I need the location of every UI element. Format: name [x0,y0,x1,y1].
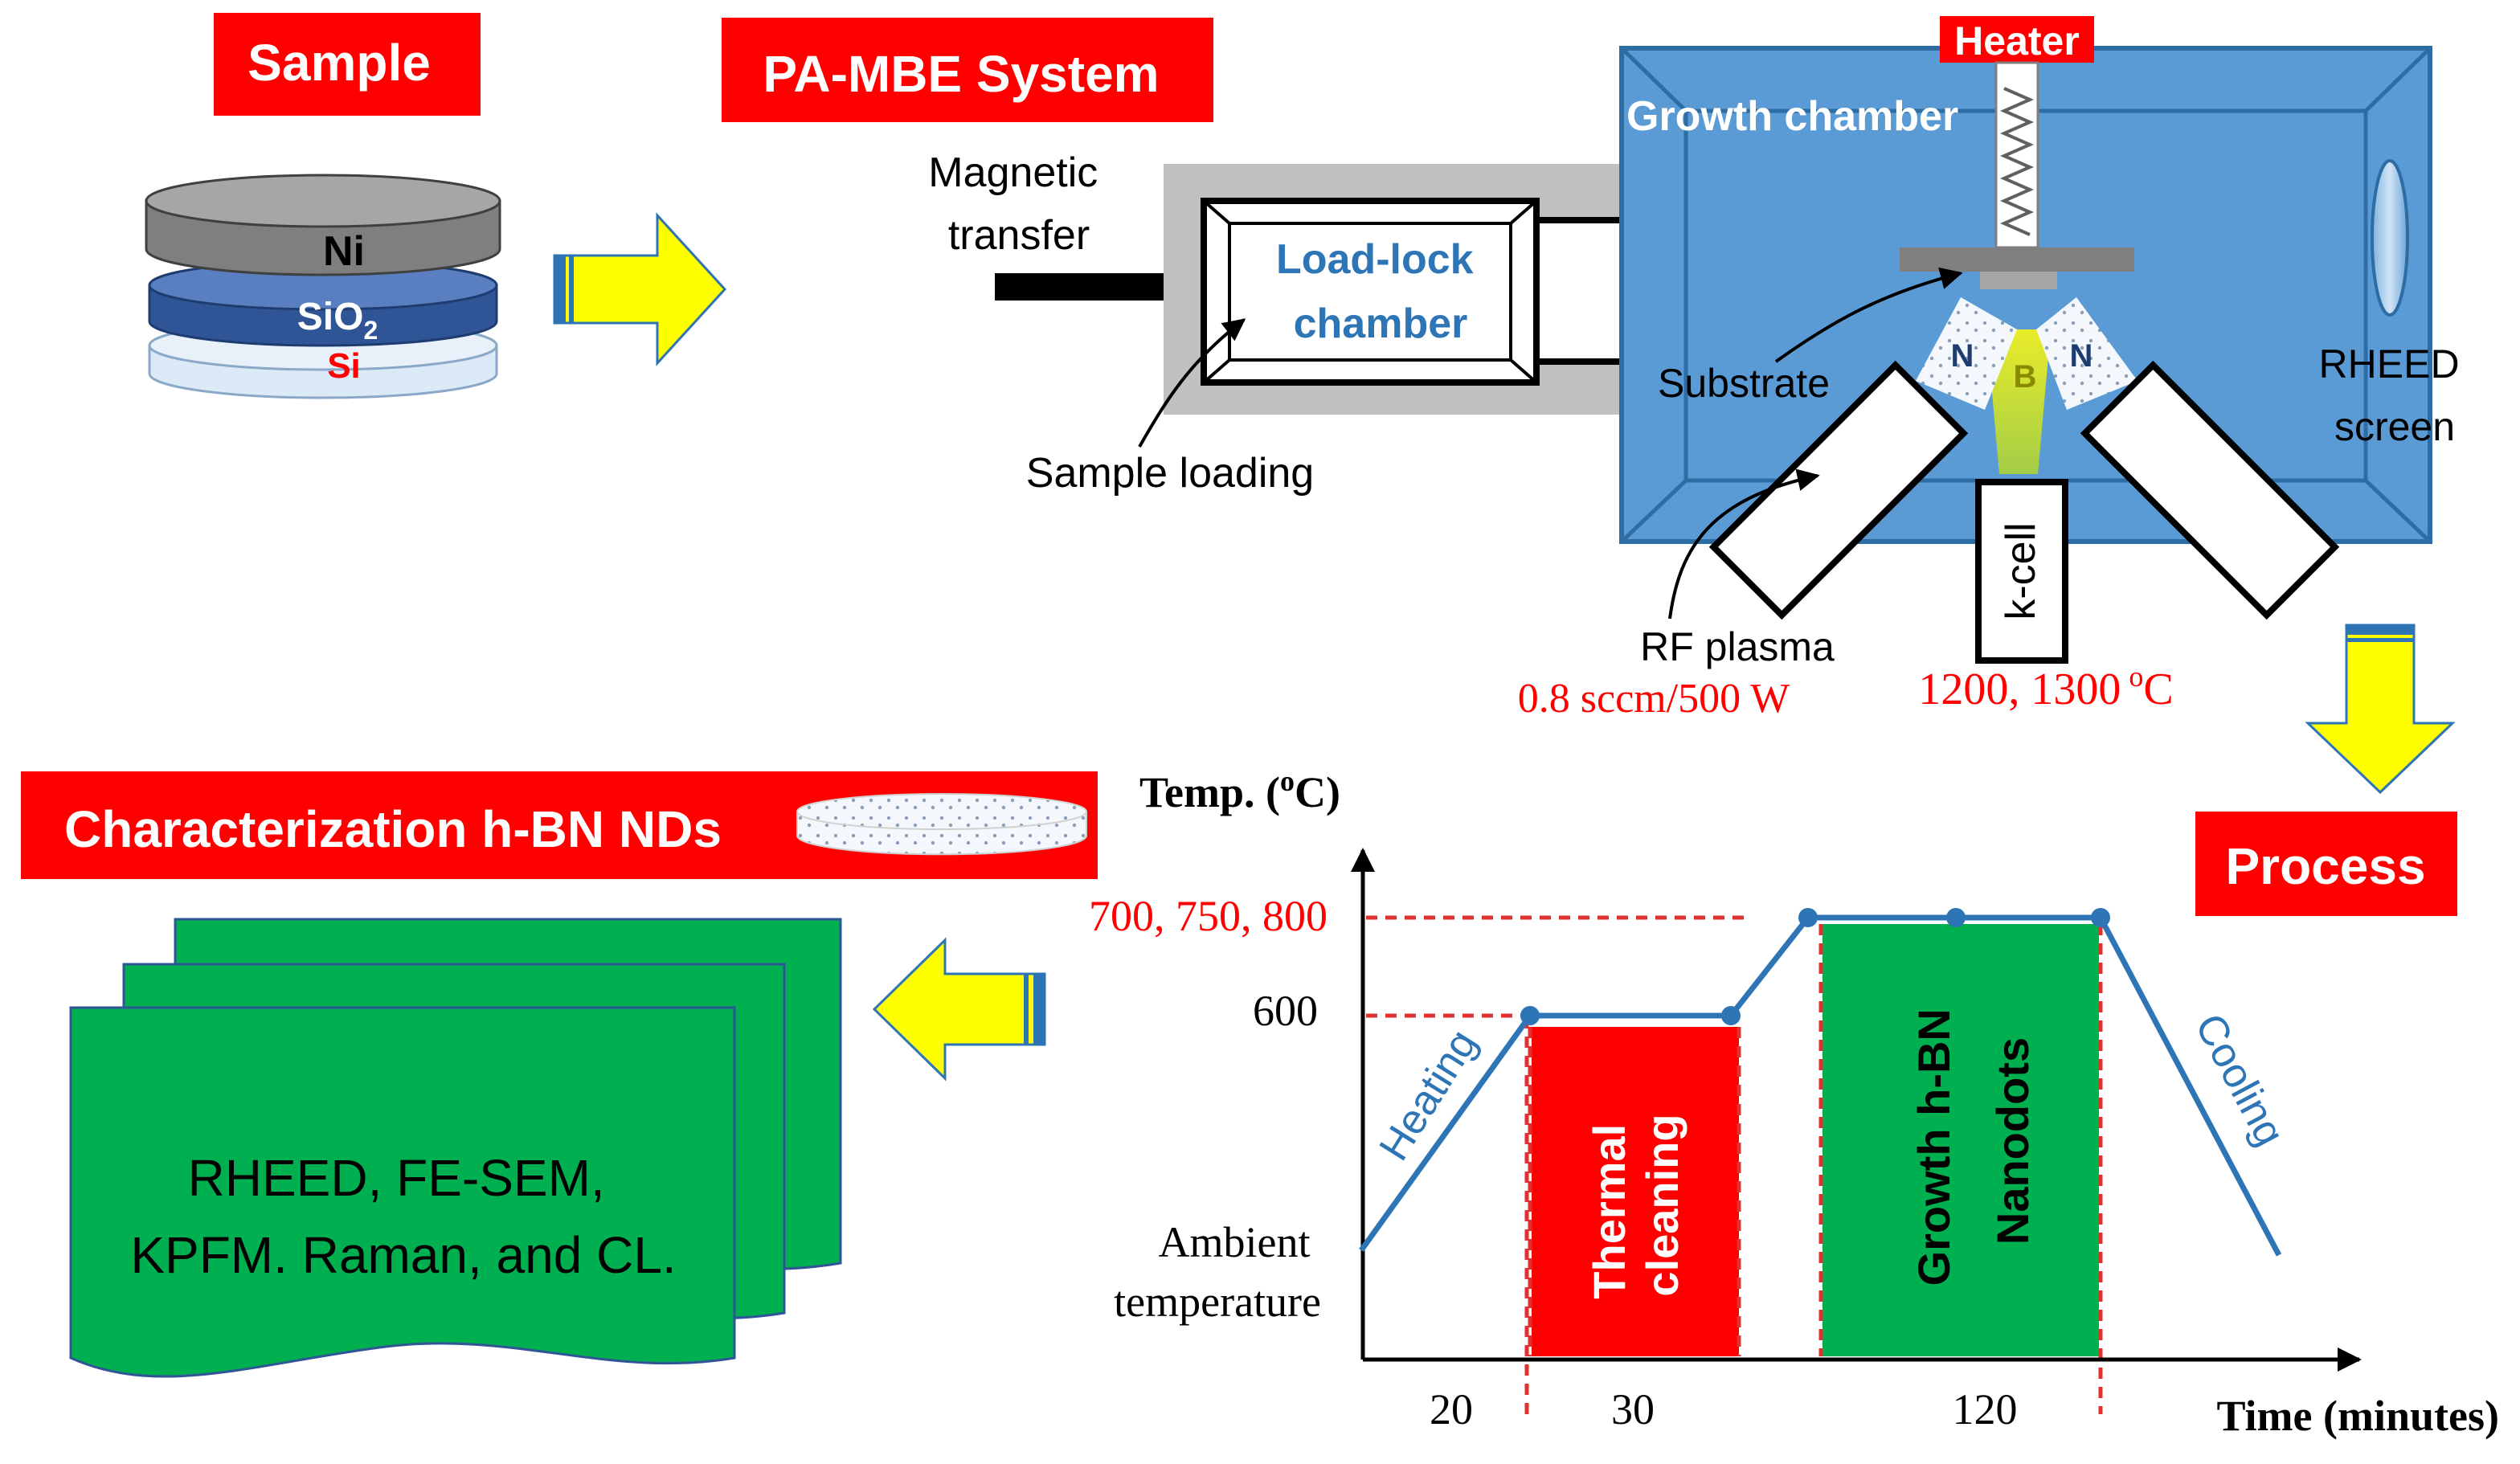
y-tick-label: 700, 750, 800 [1089,892,1328,940]
characterization-section: Characterization h-BN NDs RHEED, FE-SEM,… [21,771,1098,1378]
stage-thermal-cleaning-label: Thermal cleaning [1584,1111,1688,1298]
nanodot-sample-icon [796,793,1087,856]
heater-box [1940,16,2094,63]
magnetic-transfer-label: Magnetic transfer [928,149,1109,259]
transfer-tube [1533,217,1626,365]
loadlock-label: Load-lock chamber [1276,236,1485,347]
pa-mbe-title: PA-MBE System [763,45,1159,103]
x-tick-label: 30 [1611,1385,1655,1433]
document-page-front [69,1006,736,1378]
sample-section: Sample Ni SiO2 Si [145,13,727,399]
reference-lines [1366,915,2103,1414]
process-section: Process [2195,812,2457,916]
stage-cooling-label: Cooling [2186,1007,2293,1154]
temperature-profile-chart: Heating Thermal cleaning Growth h-BN Nan… [1089,765,2499,1440]
stage-heating-label: Heating [1370,1022,1486,1169]
x-tick-label: 120 [1953,1385,2018,1433]
nitrogen-beam-right [2036,297,2138,410]
k-cell-label: k-cell [1998,522,2044,620]
k-cell [1975,479,2068,664]
y-tick-label: 600 [1253,987,1318,1035]
profile-point [1946,908,1966,927]
rheed-screen-icon [2371,159,2409,317]
layer-si-label: Si [327,346,361,386]
n-right-label: N [2070,338,2093,374]
process-title-box [2195,812,2457,916]
rheed-screen-label: RHEED screen [2319,341,2471,449]
y-axis-label: Temp. (oC) [1139,765,1340,816]
flow-arrow-down-icon [2305,624,2456,795]
n-left-label: N [1951,338,1974,374]
substrate-label: Substrate [1658,361,1830,406]
pa-mbe-section: PA-MBE System Magnetic transfer Load-loc… [722,16,2471,795]
x-tick-label: 20 [1430,1385,1473,1433]
flow-arrow-left-icon [872,937,1046,1082]
sample-loading-label: Sample loading [1026,450,1314,497]
profile-point [1520,1006,1540,1025]
layer-sio2-label: SiO2 [297,296,378,345]
nitrogen-beam-left [1916,297,2017,410]
sample-title-box [214,13,481,116]
growth-box [1822,924,2099,1356]
sample-title: Sample [248,34,431,92]
x-axis-label: Time (minutes) [2217,1392,2499,1440]
characterization-title: Characterization h-BN NDs [64,800,722,858]
heater-label: Heater [1954,18,2080,63]
substrate-holder [1900,247,2134,272]
growth-chamber-label: Growth chamber [1626,93,1958,140]
thermal-cleaning-box [1532,1027,1739,1356]
profile-point [1798,908,1818,927]
rf-params-label: 0.8 sccm/500 W [1518,676,1790,722]
y-ambient-label: Ambient temperature [1114,1218,1321,1326]
flow-arrow-right-icon [553,212,727,366]
b-label: B [2014,359,2037,395]
heater-coil-icon [2000,87,2034,236]
rf-plasma-source [1708,360,1969,620]
process-title: Process [2225,837,2425,895]
profile-point [1721,1006,1741,1025]
substrate [1980,272,2057,289]
stage-growth-label: Growth h-BN Nanodots [1908,996,2038,1286]
characterization-methods: RHEED, FE-SEM, KPFM. Raman, and CL. [130,1149,676,1284]
profile-point [2091,908,2110,927]
layer-ni-label: Ni [323,228,365,275]
pa-mbe-title-box [722,18,1213,122]
right-source-cell [2080,360,2340,620]
rf-plasma-label: RF plasma [1640,624,1835,669]
sample-stack-icon [145,174,501,399]
